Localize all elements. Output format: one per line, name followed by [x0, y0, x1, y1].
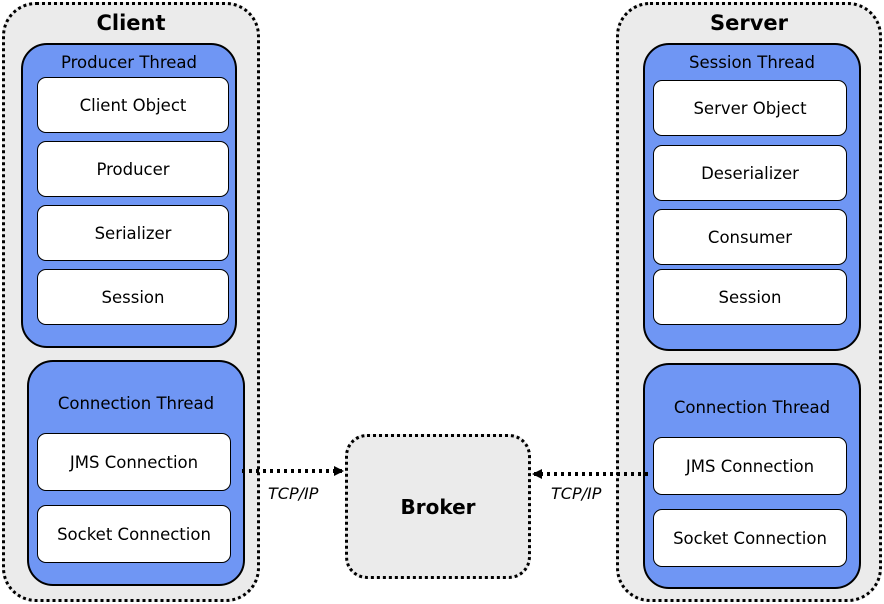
producer-box: Producer [37, 141, 229, 197]
client-jms-connection-box: JMS Connection [37, 433, 231, 491]
server-title: Server [709, 11, 788, 35]
server-object-box: Server Object [653, 80, 847, 136]
client-socket-connection-box: Socket Connection [37, 505, 231, 563]
client-session-box: Session [37, 269, 229, 325]
client-connection-thread: Connection Thread JMS Connection Socket … [27, 360, 245, 586]
broker-box: Broker [345, 434, 531, 579]
server-connection-thread-title: Connection Thread [673, 398, 831, 417]
server-group: Server Session Thread Server Object Dese… [616, 2, 882, 602]
server-socket-connection-box: Socket Connection [653, 509, 847, 567]
client-link-label: TCP/IP [268, 484, 319, 503]
deserializer-box: Deserializer [653, 145, 847, 201]
producer-thread-title: Producer Thread [60, 53, 198, 72]
server-link-label: TCP/IP [551, 484, 602, 503]
client-title: Client [96, 11, 166, 35]
serializer-box: Serializer [37, 205, 229, 261]
consumer-box: Consumer [653, 209, 847, 265]
client-object-box: Client Object [37, 77, 229, 133]
server-connection-thread: Connection Thread JMS Connection Socket … [643, 363, 861, 589]
server-jms-connection-box: JMS Connection [653, 437, 847, 495]
server-session-box: Session [653, 269, 847, 325]
session-thread-title: Session Thread [689, 53, 815, 72]
client-connection-thread-title: Connection Thread [57, 394, 215, 413]
session-thread: Session Thread Server Object Deserialize… [643, 43, 861, 351]
producer-thread: Producer Thread Client Object Producer S… [21, 43, 237, 348]
client-group: Client Producer Thread Client Object Pro… [2, 2, 260, 602]
